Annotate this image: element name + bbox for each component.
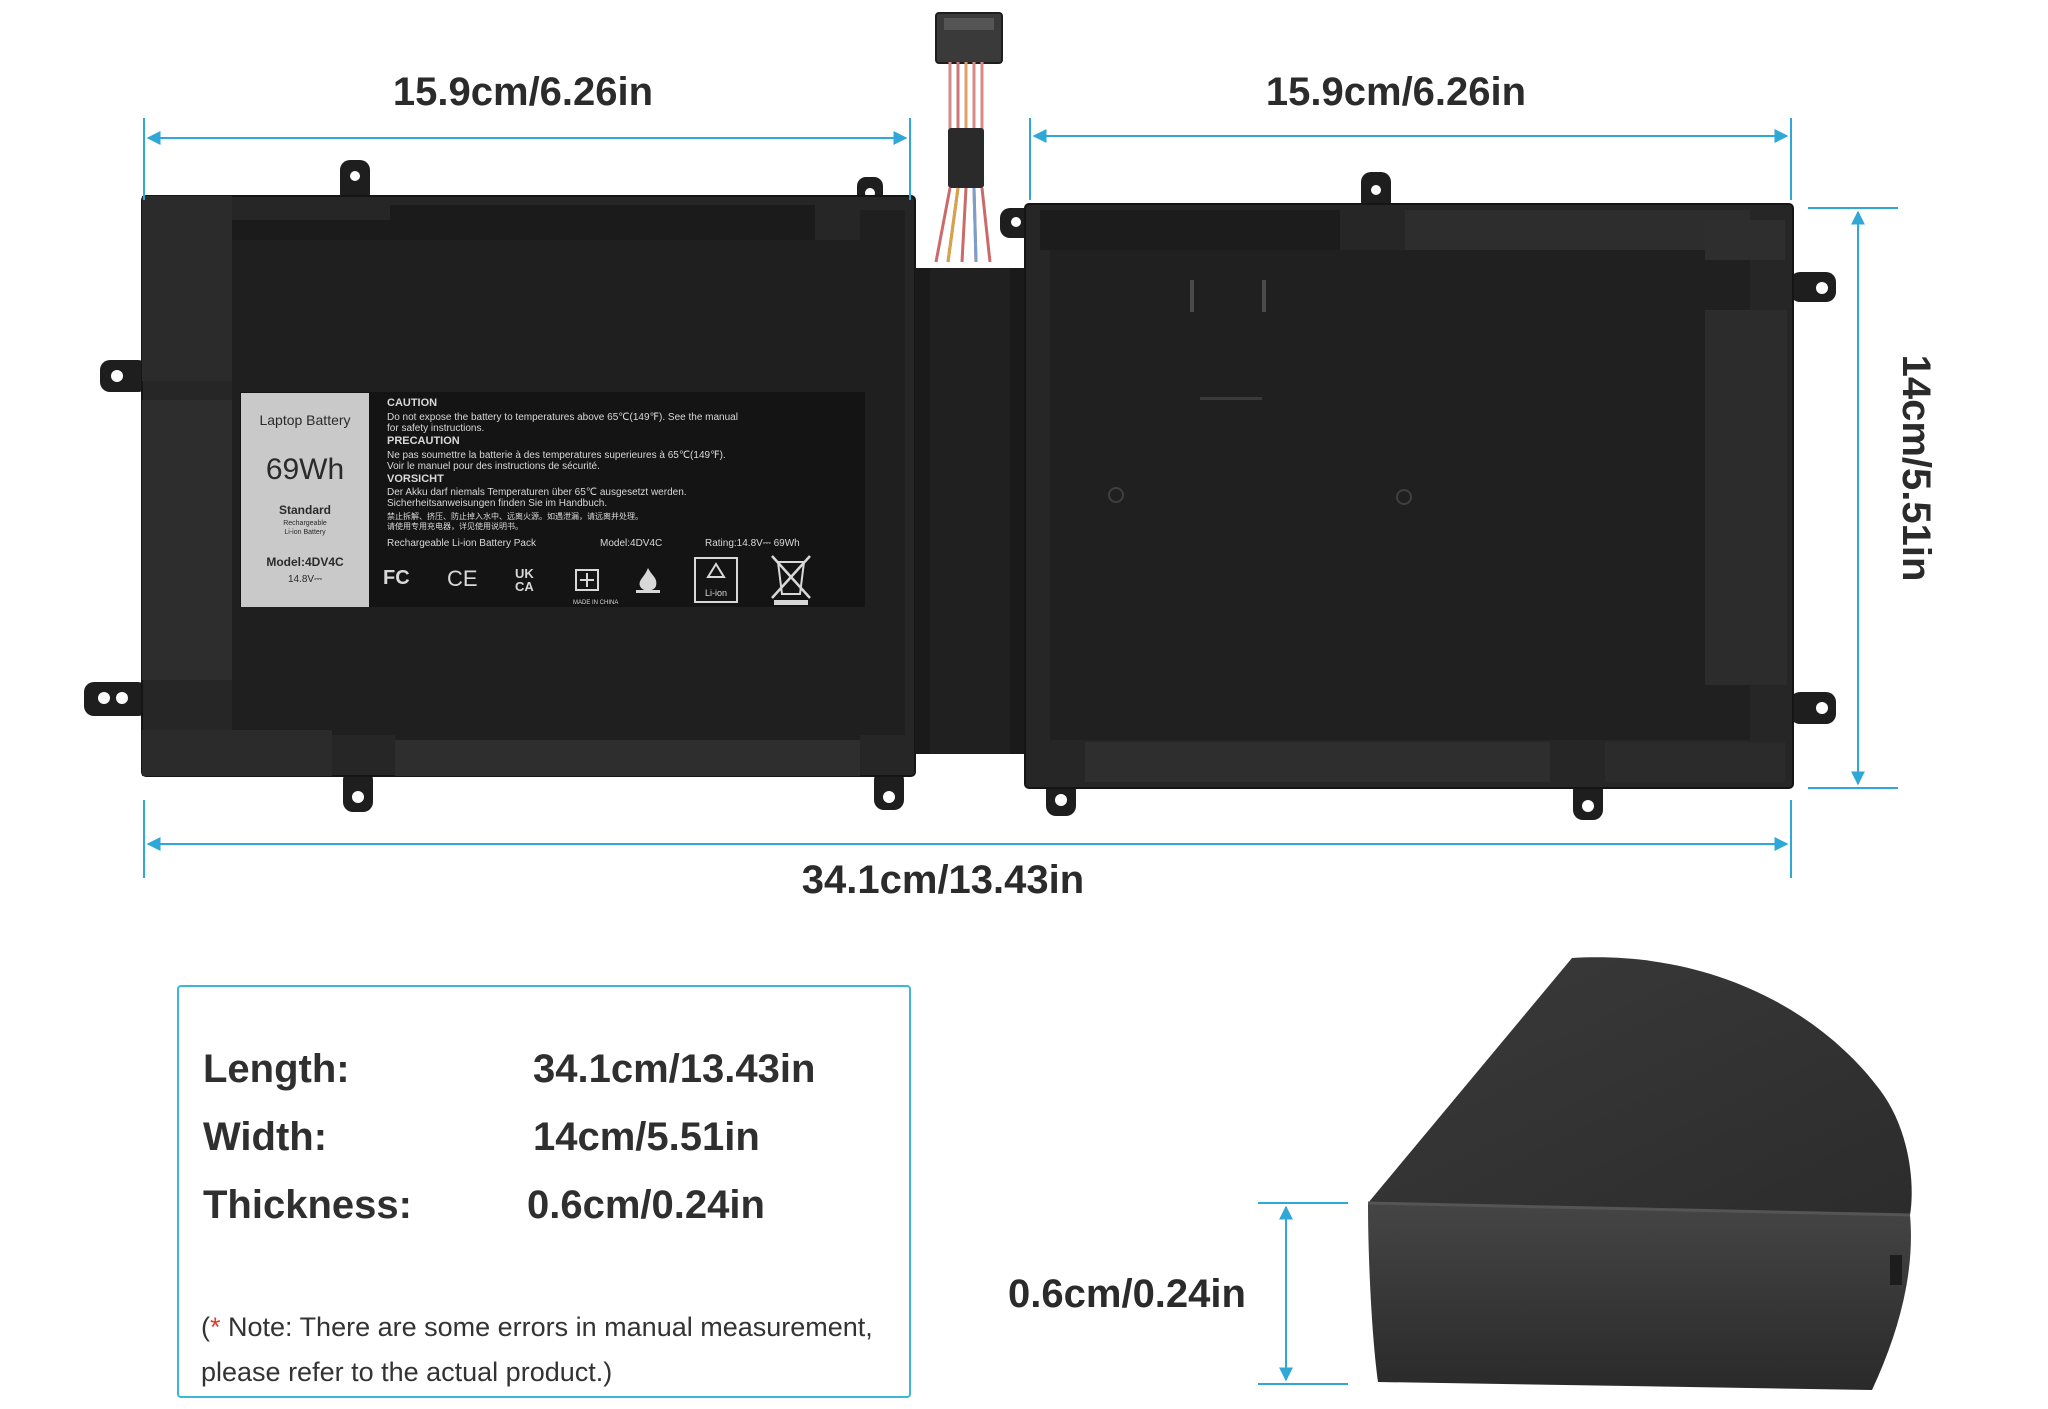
corner-closeup — [1367, 957, 1912, 1390]
label-side-panel — [241, 393, 369, 607]
label-caution-line2: for safety instructions. — [387, 423, 484, 434]
label-precaution-title: PRECAUTION — [387, 435, 460, 447]
width-value: 14cm/5.51in — [533, 1115, 760, 1159]
label-precaution-line2: Voir le manuel pour des instructions de … — [387, 461, 600, 472]
label-vorsicht-line2: Sicherheitsanweisungen finden Sie im Han… — [387, 498, 607, 509]
height-label: 14cm/5.51in — [1894, 355, 1938, 582]
label-chinese-line2: 请使用专用充电器，详见使用说明书。 — [387, 521, 523, 531]
label-side-title: Laptop Battery — [259, 412, 350, 428]
battery-label: Laptop Battery 69Wh Standard Rechargeabl… — [240, 392, 865, 607]
corner-top-face — [1368, 957, 1912, 1215]
total-length-label: 34.1cm/13.43in — [802, 858, 1084, 902]
spec-panel: Length: 34.1cm/13.43in Width: 14cm/5.51i… — [177, 985, 911, 1398]
top-left-width-label: 15.9cm/6.26in — [393, 70, 653, 114]
label-standard: Standard — [279, 503, 331, 517]
ukca-cert-icon-top: UK — [515, 566, 534, 581]
dimension-lines — [143, 118, 1898, 1385]
label-footer-model: Model:4DV4C — [600, 538, 662, 549]
ce-cert-icon: CE — [447, 566, 478, 591]
thickness-callout-label: 0.6cm/0.24in — [1008, 1272, 1246, 1316]
label-side-model: Model:4DV4C — [266, 555, 344, 569]
measurement-note: (* Note: There are some errors in manual… — [201, 1305, 901, 1395]
corner-side-face — [1368, 1203, 1911, 1390]
label-precaution-line1: Ne pas soumettre la batterie à des tempe… — [387, 450, 726, 461]
flammable-icon — [636, 568, 660, 593]
label-caution-line1: Do not expose the battery to temperature… — [387, 412, 738, 423]
label-standard-sub1: Rechargeable — [283, 520, 327, 527]
recycle-icon: Li-ion — [694, 557, 738, 603]
connector-cable — [934, 12, 1003, 263]
label-footer-rating: Rating:14.8V⎓ 69Wh — [705, 538, 800, 549]
label-footer-type: Rechargeable Li-ion Battery Pack — [387, 538, 537, 549]
note-open-paren: ( — [201, 1312, 210, 1342]
width-label: Width: — [203, 1115, 328, 1159]
svg-text:Li-ion: Li-ion — [705, 588, 727, 598]
label-vorsicht-line1: Der Akku darf niemals Temperaturen über … — [387, 487, 687, 498]
length-label: Length: — [203, 1047, 350, 1091]
label-caution-title: CAUTION — [387, 397, 437, 409]
weee-bin-icon — [771, 555, 811, 605]
label-made-in: MADE IN CHINA — [573, 600, 618, 606]
label-side-voltage: 14.8V⎓ — [288, 574, 322, 585]
top-right-width-label: 15.9cm/6.26in — [1266, 70, 1526, 114]
length-value: 34.1cm/13.43in — [533, 1047, 816, 1091]
note-text: Note: There are some errors in manual me… — [201, 1312, 873, 1387]
label-capacity: 69Wh — [266, 453, 344, 486]
label-vorsicht-title: VORSICHT — [387, 473, 444, 485]
battery-pack — [84, 160, 1836, 820]
ukca-cert-icon-bottom: CA — [515, 579, 534, 594]
label-chinese-line1: 禁止拆解、挤压、防止掉入水中、远离火源。如遇泄漏，请远离并处理。 — [387, 511, 643, 521]
thickness-value: 0.6cm/0.24in — [527, 1183, 765, 1227]
fc-cert-icon: FC — [383, 567, 410, 589]
note-asterisk: * — [210, 1312, 221, 1342]
thickness-label: Thickness: — [203, 1183, 412, 1227]
cert-mark-icon — [575, 569, 599, 591]
label-standard-sub2: Li-ion Battery — [284, 529, 326, 536]
